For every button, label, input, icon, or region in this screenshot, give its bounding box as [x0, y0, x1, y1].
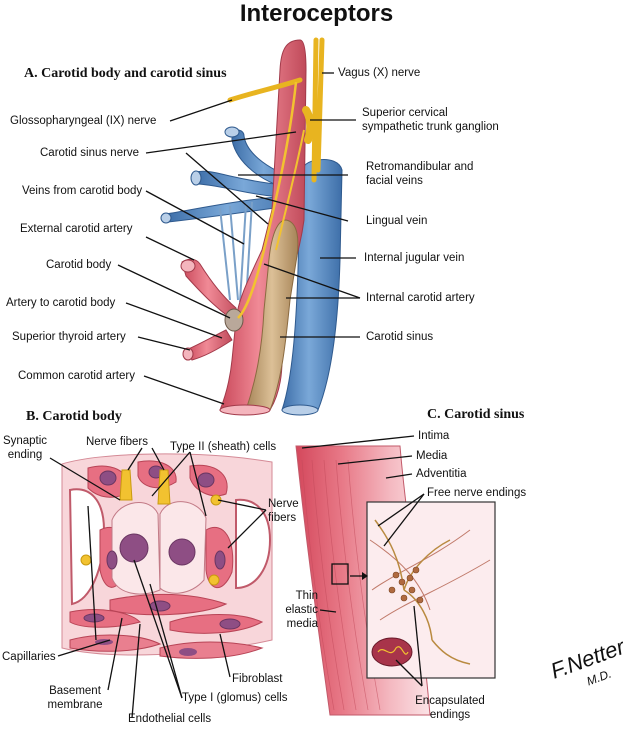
panel-b-artwork: [61, 453, 273, 659]
label-type-ii-cells: Type II (sheath) cells: [170, 441, 277, 453]
label-carotid-body: Carotid body: [46, 259, 112, 271]
section-b-title: B. Carotid body: [26, 409, 122, 424]
label-internal-carotid-artery: Internal carotid artery: [366, 292, 475, 304]
glomus-nucleus: [119, 533, 149, 563]
label-adventitia: Adventitia: [416, 468, 467, 480]
label-thin-elastic-1: Thin: [295, 590, 318, 602]
label-nerve-fibers-right-1: Nerve: [268, 498, 299, 510]
label-thin-elastic-2: elastic: [285, 604, 318, 616]
label-superior-thyroid-artery: Superior thyroid artery: [12, 331, 126, 343]
panel-c-artwork: [295, 445, 496, 716]
glossopharyngeal-nerve: [227, 77, 303, 103]
label-intima: Intima: [418, 430, 450, 442]
label-nerve-fibers-top: Nerve fibers: [86, 436, 148, 448]
label-fibroblast: Fibroblast: [232, 673, 283, 685]
label-encapsulated-1: Encapsulated: [415, 695, 485, 707]
label-free-nerve-endings: Free nerve endings: [427, 487, 527, 499]
label-vagus-nerve: Vagus (X) nerve: [338, 67, 421, 79]
label-media: Media: [416, 450, 448, 462]
vagus-nerve: [311, 37, 325, 183]
label-lingual-vein: Lingual vein: [366, 215, 428, 227]
label-type-i-cells: Type I (glomus) cells: [182, 692, 288, 704]
label-synaptic-2: ending: [7, 449, 43, 461]
label-capillaries: Capillaries: [2, 651, 56, 663]
label-veins-from-carotid-body: Veins from carotid body: [22, 185, 143, 197]
label-encapsulated-2: endings: [429, 709, 471, 721]
veins-from-carotid-body: [219, 201, 253, 303]
label-nerve-fibers-right-2: fibers: [268, 512, 297, 524]
carotid-body: [224, 308, 244, 332]
label-glossopharyngeal-nerve: Glossopharyngeal (IX) nerve: [10, 115, 157, 127]
label-synaptic-1: Synaptic: [2, 435, 48, 447]
section-c-title: C. Carotid sinus: [427, 407, 525, 422]
label-common-carotid-artery: Common carotid artery: [18, 370, 135, 382]
label-artery-to-carotid-body: Artery to carotid body: [6, 297, 116, 309]
carotid-sinus-nerve: [237, 81, 298, 319]
panel-a-artwork: [160, 37, 343, 416]
netter-signature: F.Netter M.D.: [547, 633, 629, 688]
label-superior-cervical-2: sympathetic trunk ganglion: [362, 121, 499, 133]
leader-lines: [49, 72, 425, 719]
label-retromandibular-1: Retromandibular and: [366, 161, 474, 173]
label-internal-jugular-vein: Internal jugular vein: [364, 252, 465, 264]
label-endothelial-cells: Endothelial cells: [128, 713, 212, 725]
label-carotid-sinus-nerve: Carotid sinus nerve: [40, 147, 140, 159]
label-thin-elastic-3: media: [286, 618, 318, 630]
superior-cervical-ganglion: [302, 106, 315, 144]
section-a-title: A. Carotid body and carotid sinus: [24, 66, 227, 81]
label-retromandibular-2: facial veins: [366, 175, 423, 187]
page-title: Interoceptors: [239, 0, 394, 27]
label-carotid-sinus: Carotid sinus: [366, 331, 434, 343]
label-external-carotid-artery: External carotid artery: [20, 223, 133, 235]
label-basement-1: Basement: [49, 685, 101, 697]
label-basement-2: membrane: [47, 699, 103, 711]
free-nerve-endings: [374, 519, 471, 665]
label-superior-cervical-1: Superior cervical: [362, 107, 448, 119]
